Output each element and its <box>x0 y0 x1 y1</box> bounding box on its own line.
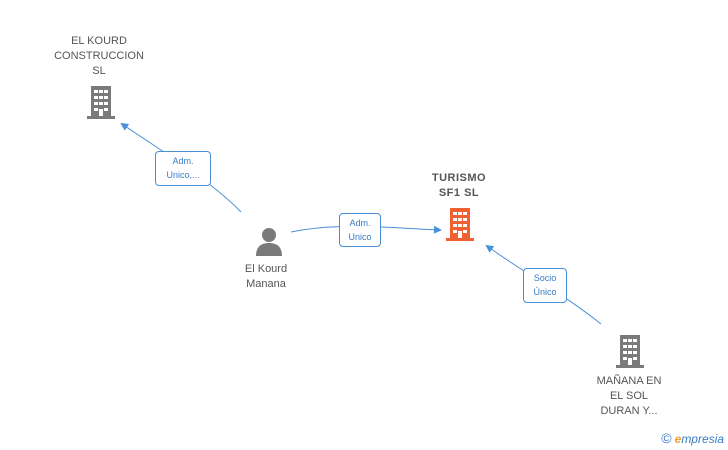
empresia-logo-text: mpresia <box>681 432 724 446</box>
node-label-manana[interactable]: MAÑANA EN EL SOL DURAN Y... <box>596 375 662 417</box>
empresia-watermark: ©empresia <box>661 430 724 446</box>
node-label-person[interactable]: El Kourd Manana <box>244 263 288 290</box>
empresia-logo-initial: e <box>674 432 682 446</box>
copyright-icon: © <box>661 430 672 446</box>
node-label-kourd-construccion[interactable]: EL KOURD CONSTRUCCION SL <box>54 35 144 77</box>
edge-label-person-to-kourd[interactable]: Adm. Unico,... <box>155 151 211 186</box>
building-icon[interactable] <box>615 333 645 369</box>
person-icon[interactable] <box>253 226 285 256</box>
building-icon[interactable] <box>445 206 475 242</box>
edge-label-manana-to-turismo[interactable]: Socio Único <box>523 268 567 303</box>
building-icon[interactable] <box>86 84 116 120</box>
node-label-turismo[interactable]: TURISMO SF1 SL <box>431 172 487 199</box>
edge-label-person-to-turismo[interactable]: Adm. Unico <box>339 213 381 247</box>
